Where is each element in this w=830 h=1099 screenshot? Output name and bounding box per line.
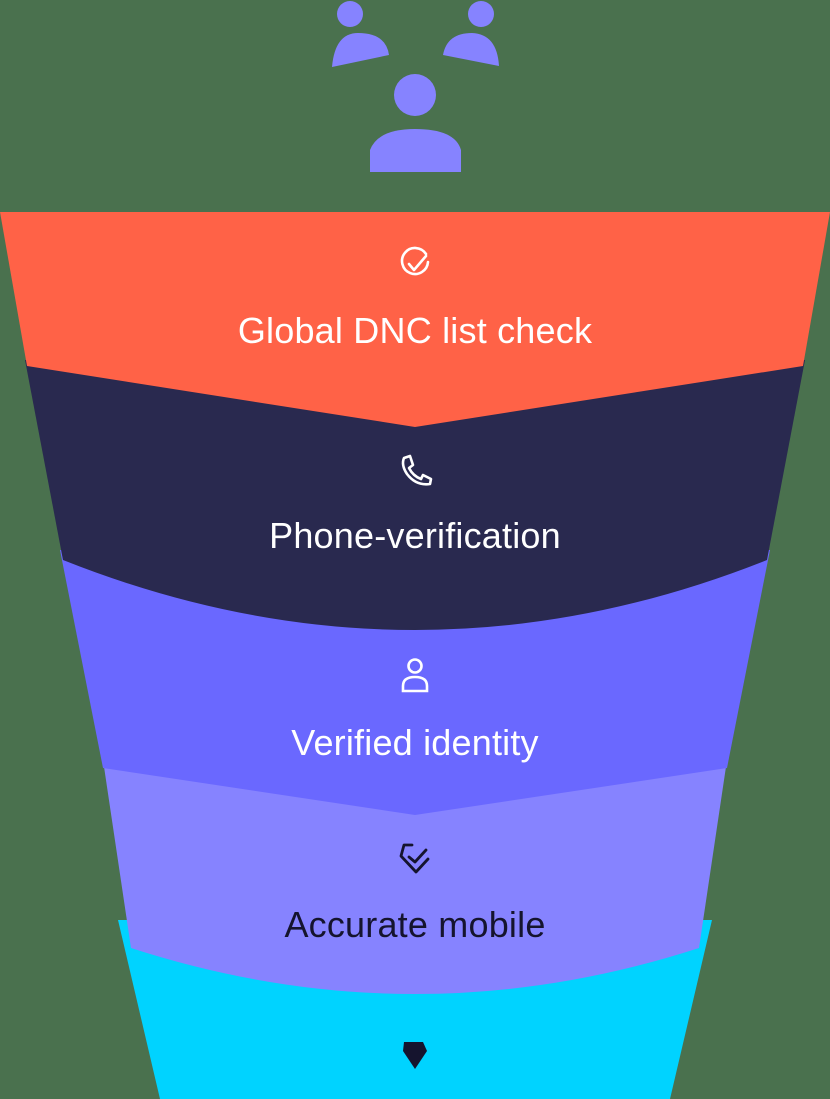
stage-4-label: Accurate mobile — [284, 904, 546, 945]
stage-1-band — [0, 212, 830, 427]
stage-1-label: Global DNC list check — [237, 310, 593, 351]
stage-3-label: Verified identity — [291, 722, 539, 763]
stage-2-band — [25, 360, 805, 630]
user-icon — [401, 658, 429, 693]
gem-icon — [403, 1042, 427, 1069]
check-circle-icon — [400, 246, 430, 276]
stage-3-band — [60, 550, 770, 815]
phone-icon — [401, 454, 433, 486]
stage-4-band — [103, 760, 727, 994]
badge-check-icon — [399, 843, 430, 874]
people-group-icon — [332, 1, 499, 172]
stage-2-label: Phone-verification — [269, 515, 561, 556]
